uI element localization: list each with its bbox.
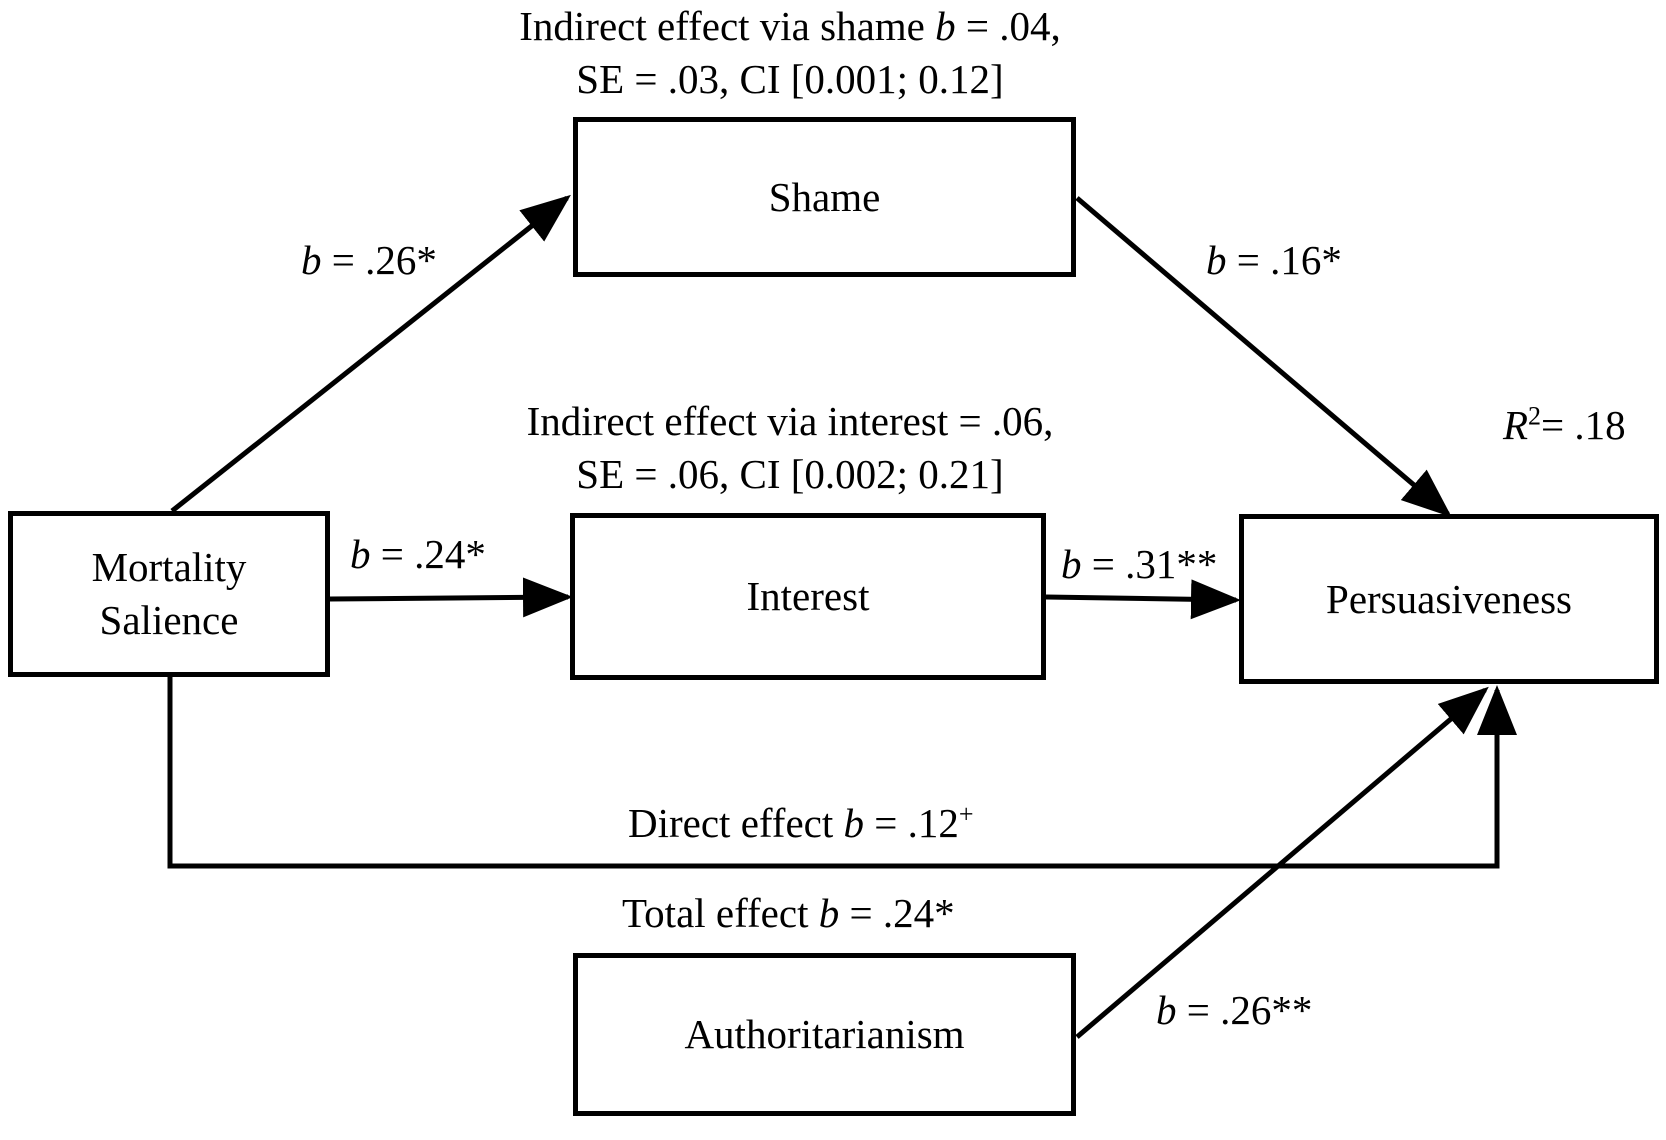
interest-node-label: Interest [746, 573, 870, 619]
arrow-ms-to-interest [329, 577, 573, 618]
total-effect-label: Total effect b = .24* [622, 890, 955, 936]
shame-to-persuasiveness-coefficient: b = .16* [1206, 237, 1342, 283]
indirect-effect-interest-label: Indirect effect via interest = .06, SE =… [526, 398, 1054, 497]
direct-effect-label: Direct effect b = .12+ [628, 799, 974, 846]
persuasiveness-node-label: Persuasiveness [1326, 575, 1572, 622]
authoritarianism-to-persuasiveness-coefficient: b = .26** [1156, 987, 1313, 1033]
shame-node-label: Shame [768, 173, 881, 220]
mortality-salience-node: Mortality Salience [8, 511, 330, 677]
arrow-interest-to-persuasiveness [1045, 579, 1241, 620]
persuasiveness-node: Persuasiveness [1239, 514, 1659, 684]
r-squared-label: R2= .18 [1503, 401, 1626, 448]
shame-node: Shame [573, 117, 1076, 277]
interest-node: Interest [570, 513, 1046, 680]
arrow-direct-effect [167, 677, 1517, 869]
mortality-salience-line2: Salience [99, 597, 239, 643]
interest-to-persuasiveness-coefficient: b = .31** [1061, 541, 1218, 587]
ms-to-shame-coefficient: b = .26* [301, 237, 437, 283]
mortality-salience-line1: Mortality [91, 544, 247, 590]
indirect-effect-shame-label: Indirect effect via shame b = .04, SE = … [519, 3, 1061, 102]
arrow-authoritarianism-to-persuasiveness [1075, 686, 1489, 1039]
authoritarianism-node-label: Authoritarianism [684, 1011, 965, 1057]
arrow-shame-to-persuasiveness [1075, 196, 1452, 518]
arrow-ms-to-shame [170, 194, 571, 513]
authoritarianism-node: Authoritarianism [573, 953, 1076, 1116]
ms-to-interest-coefficient: b = .24* [350, 531, 486, 577]
